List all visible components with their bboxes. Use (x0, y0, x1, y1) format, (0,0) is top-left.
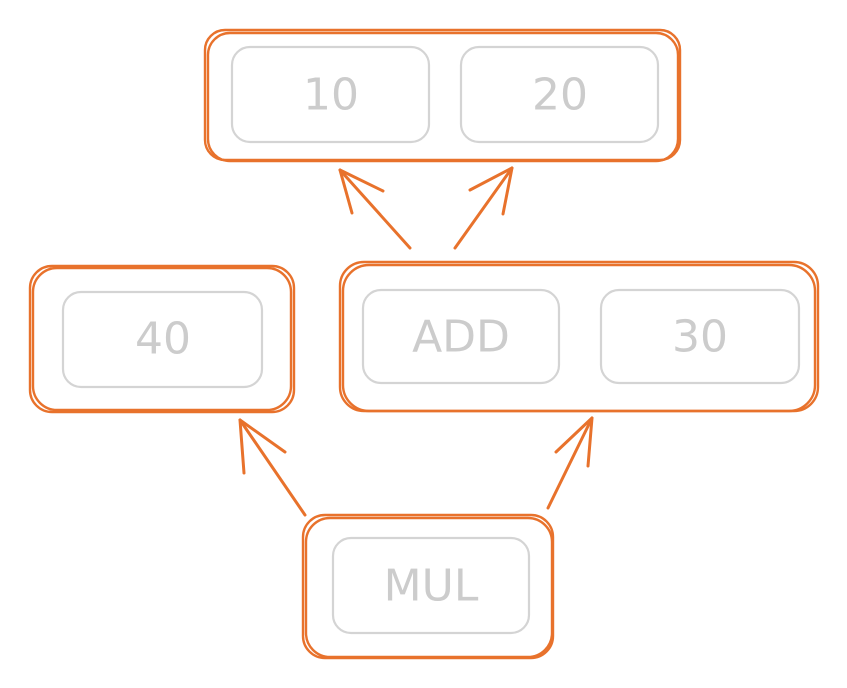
edge-right-to-top (338, 166, 514, 250)
cell-mul-label: MUL (384, 561, 479, 612)
arrow-to-cell-10 (338, 168, 412, 250)
edge-bottom-to-left (238, 418, 307, 517)
arrow-to-cell-20 (453, 166, 514, 250)
node-top-frame-sketch (206, 31, 680, 163)
cell-10-box (230, 45, 431, 144)
node-left-frame (28, 264, 296, 414)
node-bottom-frame-sketch (304, 516, 554, 659)
cell-40-label: 40 (135, 314, 191, 365)
node-right-frame-sketch (341, 263, 817, 413)
cell-20-box (459, 45, 660, 144)
cell-20-label: 20 (532, 70, 588, 121)
node-left-frame-sketch (31, 266, 293, 412)
node-top-frame (203, 28, 682, 162)
cell-mul-box (331, 536, 531, 635)
node-bottom: MUL (301, 513, 555, 660)
cell-add-box (361, 288, 561, 385)
node-top: 10 20 (203, 28, 682, 163)
cell-add-label: ADD (412, 312, 510, 363)
cell-30-label: 30 (672, 312, 728, 363)
node-right: ADD 30 (338, 260, 820, 413)
cell-30-box (599, 288, 801, 385)
cell-40-box (61, 290, 264, 389)
edge-bottom-to-right (546, 416, 594, 510)
node-left: 40 (28, 264, 296, 414)
cell-10-label: 10 (303, 70, 359, 121)
